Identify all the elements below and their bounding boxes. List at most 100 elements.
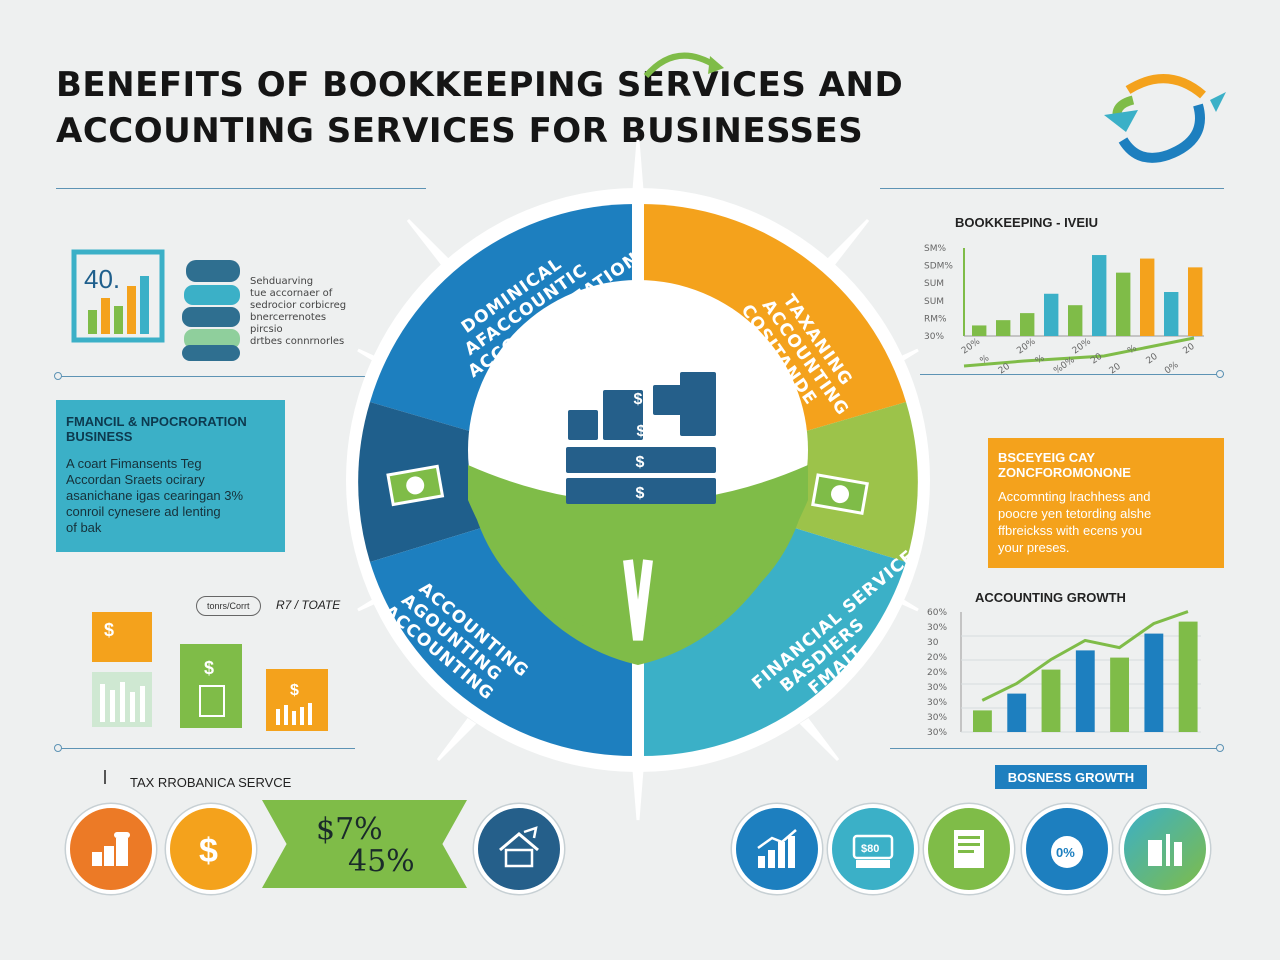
teal-box-body: A coart Fimansents Teg Accordan Sraets o… [66,456,244,535]
connector-dot [54,372,62,380]
bar [972,325,987,336]
x-tick-label: 20 [1089,352,1104,367]
y-tick-label: 30% [927,623,947,633]
bookkeeping-chart-title: BOOKKEEPING - IVEIU [955,215,1099,230]
coin-stack-icon [182,260,240,361]
svg-text:$: $ [199,832,218,870]
bar [1164,292,1179,336]
wheel-spike [799,717,840,762]
divider-line [56,188,426,189]
svg-text:$: $ [636,485,645,502]
orange-info-box: BSCEYEIG CAY ZONCFOROMONONE Accomnting l… [988,438,1224,568]
page-title: BENEFITS OF BOOKKEEPING SERVICES AND ACC… [56,62,903,154]
x-tick-label: % [1034,353,1047,366]
wheel-spike [406,218,451,268]
services-wheel: DOMINICAL AFACCOUNTIC ACCOUNTANZATION TA… [346,139,930,821]
divider-line [890,748,1224,749]
percentage-bag-icon: 0% [1022,804,1112,894]
x-tick-label: 20% [1015,337,1037,357]
y-tick-label: 30% [927,698,947,708]
y-tick-label: 30% [927,713,947,723]
trend-line [963,336,1195,368]
bar [1178,621,1198,732]
svg-text:$: $ [290,682,299,699]
divider-line [880,188,1224,189]
teal-info-box: FMANCIL & NPOCRORATION BUSINESS A coart … [56,400,285,552]
y-tick-label: SM% [924,244,946,254]
x-tick-label: 20% [1071,337,1093,357]
register-value: $80 [861,843,879,855]
divider-line [60,376,370,377]
dollar-icon: $ [166,804,256,894]
tax-service-label: TAX RROBANICA SERVCE [130,775,292,790]
growth-chart-title: ACCOUNTING GROWTH [975,590,1126,605]
x-tick-label: 20% [960,337,982,357]
y-tick-label: 30% [927,728,947,738]
bar [1110,657,1129,732]
divider-line [920,374,1224,375]
banner-value-1: $7% [316,812,383,847]
mini-bar-chart-icon: 40. [71,249,165,343]
dollar-tag-icon: $ [266,669,328,731]
bar [1092,255,1107,336]
svg-text:$: $ [636,454,645,471]
house-growth-icon [474,804,564,894]
divider-line [60,748,355,749]
dollar-receipt-icon: $ [92,612,152,727]
growth-chart-icon [732,804,822,894]
bar [1068,305,1083,336]
label-tick [104,770,106,784]
svg-text:$: $ [204,658,214,678]
dollar-bill-icon: $ [180,644,242,728]
left-top-note: Sehduarving tue accornaer of sedrocior c… [250,276,347,347]
bar [1007,693,1027,732]
cash-register-icon: $80 [828,804,918,894]
orange-box-heading: BSCEYEIG CAY ZONCFOROMONONE [998,450,1131,480]
bar [1041,669,1061,732]
y-tick-label: 30% [924,332,944,342]
page-title-line2: ACCOUNTING SERVICES FOR BUSINESSES [56,111,864,151]
tools-icon [1120,804,1210,894]
bar [973,710,992,732]
banknote-icon-left [386,464,445,507]
wheel-spike [825,218,870,268]
y-tick-label: 20% [927,668,947,678]
wheel-spike [632,139,644,192]
bookkeeping-bar-chart: SM%SDM%SUMSUMRM%30%20%%2020%%%0%20%2020%… [924,244,1204,377]
y-tick-label: SUM [924,279,944,289]
bar [1075,650,1095,732]
connector-dot [54,744,62,752]
banknote-icon-right [811,473,869,515]
business-growth-badge: BOSNESS GROWTH [995,765,1147,789]
connector-dot [1216,370,1224,378]
bar [996,320,1011,336]
tag-label: tonrs/Corrt [196,596,261,616]
y-tick-label: 30 [927,638,939,648]
x-tick-label: 20 [1145,352,1160,367]
svg-text:$: $ [634,391,643,408]
tag-suffix: R7 / TOATE [276,598,341,612]
svg-text:$: $ [104,620,114,640]
stacked-coins-icon [66,804,156,894]
mini-chart-value: 40. [84,264,120,294]
teal-box-heading: FMANCIL & NPOCRORATION BUSINESS [66,414,247,444]
y-tick-label: SUM [924,297,944,307]
dollar-bill-stack-icon: $ $ $ $ [566,372,716,504]
y-tick-label: 30% [927,683,947,693]
growth-line [981,610,1189,702]
arrow-swoosh-icon [643,52,724,79]
page-title-line1: BENEFITS OF BOOKKEEPING SERVICES AND [56,65,904,105]
y-tick-label: 20% [927,653,947,663]
bar [1044,293,1059,336]
bar [1116,272,1131,336]
wheel-spike [632,768,644,821]
x-tick-label: 20 [1108,362,1123,377]
y-tick-label: RM% [924,314,947,324]
percent-banner [262,800,467,888]
x-tick-label: 20 [1182,342,1197,357]
document-icon [924,804,1014,894]
bar [1140,258,1155,336]
banner-value-2: 45% [348,844,415,879]
orange-box-body: Accomnting lrachhess and poocre yen teto… [998,489,1152,555]
